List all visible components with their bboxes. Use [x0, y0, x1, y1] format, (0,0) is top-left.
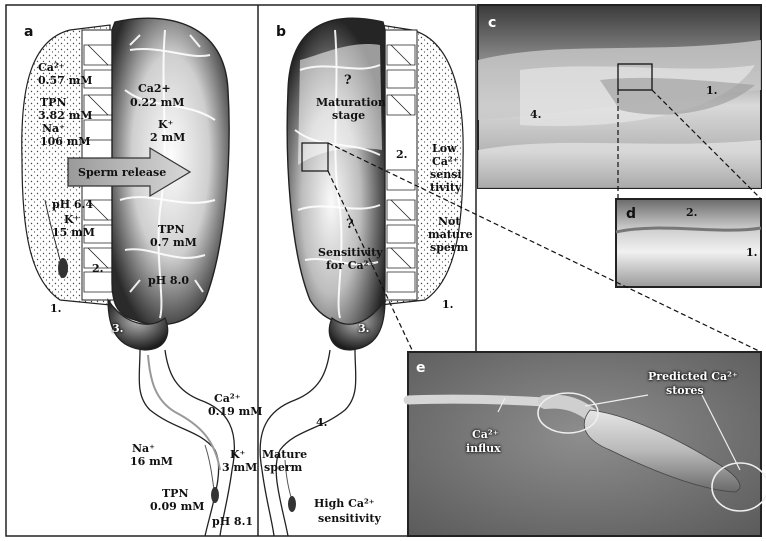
- ca-bottom-value: 0.19 mM: [208, 405, 262, 418]
- ph-mid-label: pH 8.0: [148, 274, 189, 287]
- k-bottom-value: 3 mM: [222, 461, 257, 474]
- label-b-num-3: 3.: [358, 322, 369, 335]
- mature-sperm-1: Mature: [262, 448, 307, 461]
- ca-top-value: 0.57 mM: [38, 74, 92, 87]
- na-top-label: Na⁺: [42, 122, 65, 135]
- panel-a-letter: a: [24, 24, 33, 40]
- ph-left-label: pH 6.4: [52, 198, 93, 211]
- low-sensitivity-2: Ca²⁺: [432, 155, 459, 168]
- na-bottom-label: Na⁺: [132, 442, 155, 455]
- photo-d-num-1: 1.: [746, 246, 757, 259]
- low-sensitivity-3: sensi: [430, 168, 462, 181]
- high-sensitivity-1: High Ca²⁺: [314, 497, 375, 510]
- ca-mid-label: Ca2+: [138, 82, 171, 95]
- ca-influx-2: influx: [466, 442, 501, 455]
- photo-d-num-2: 2.: [686, 206, 697, 219]
- panel-c-photo: [478, 5, 761, 188]
- label-num-3: 3.: [112, 322, 123, 335]
- label-num-2: 2.: [92, 262, 103, 275]
- photo-c-num-1: 1.: [706, 84, 717, 97]
- ca-influx-1: Ca²⁺: [472, 428, 499, 441]
- maturation-label: Maturation: [316, 96, 386, 109]
- panel-e-letter: e: [416, 360, 426, 376]
- question-mark-sensitivity: ?: [346, 218, 354, 231]
- low-sensitivity-1: Low: [432, 142, 457, 155]
- panel-d-letter: d: [626, 206, 636, 222]
- mature-sperm-2: sperm: [264, 461, 302, 474]
- k-mid-label: K⁺: [158, 118, 173, 131]
- k-left-label: K⁺: [64, 213, 79, 226]
- ca-bottom-label: Ca²⁺: [214, 392, 241, 405]
- na-top-value: 106 mM: [40, 135, 91, 148]
- not-mature-1: Not: [438, 215, 460, 228]
- panel-c-letter: c: [488, 15, 496, 31]
- question-mark-maturation: ?: [344, 74, 352, 87]
- tpn-mid-label: TPN: [158, 223, 185, 236]
- ca-top-label: Ca²⁺: [38, 61, 65, 74]
- label-num-1: 1.: [50, 302, 61, 315]
- label-b-num-1: 1.: [442, 298, 453, 311]
- sensitivity-ca-label: for Ca²⁺: [326, 259, 374, 272]
- maturation-stage-label: stage: [332, 109, 365, 122]
- tpn-bottom-value: 0.09 mM: [150, 500, 204, 513]
- k-left-value: 15 mM: [52, 226, 95, 239]
- ca-mid-value: 0.22 mM: [130, 96, 184, 109]
- tpn-top-value: 3.82 mM: [38, 109, 92, 122]
- low-sensitivity-4: tivity: [430, 181, 461, 194]
- na-bottom-value: 16 mM: [130, 455, 173, 468]
- k-mid-value: 2 mM: [150, 131, 185, 144]
- tpn-top-label: TPN: [40, 96, 67, 109]
- sperm-release-label: Sperm release: [78, 166, 166, 179]
- tpn-bottom-label: TPN: [162, 487, 189, 500]
- photo-c-num-4: 4.: [530, 108, 541, 121]
- predicted-stores-2: stores: [666, 384, 704, 397]
- tpn-mid-value: 0.7 mM: [150, 236, 197, 249]
- label-b-num-4: 4.: [316, 416, 327, 429]
- not-mature-2: mature: [428, 228, 473, 241]
- predicted-stores-1: Predicted Ca²⁺: [648, 370, 738, 383]
- high-sensitivity-2: sensitivity: [318, 512, 381, 525]
- sensitivity-label: Sensitivity: [318, 246, 383, 259]
- label-b-num-2: 2.: [396, 148, 407, 161]
- k-bottom-label: K⁺: [230, 448, 245, 461]
- ph-bottom-label: pH 8.1: [212, 515, 253, 528]
- panel-b-letter: b: [276, 24, 286, 40]
- not-mature-3: sperm: [430, 241, 468, 254]
